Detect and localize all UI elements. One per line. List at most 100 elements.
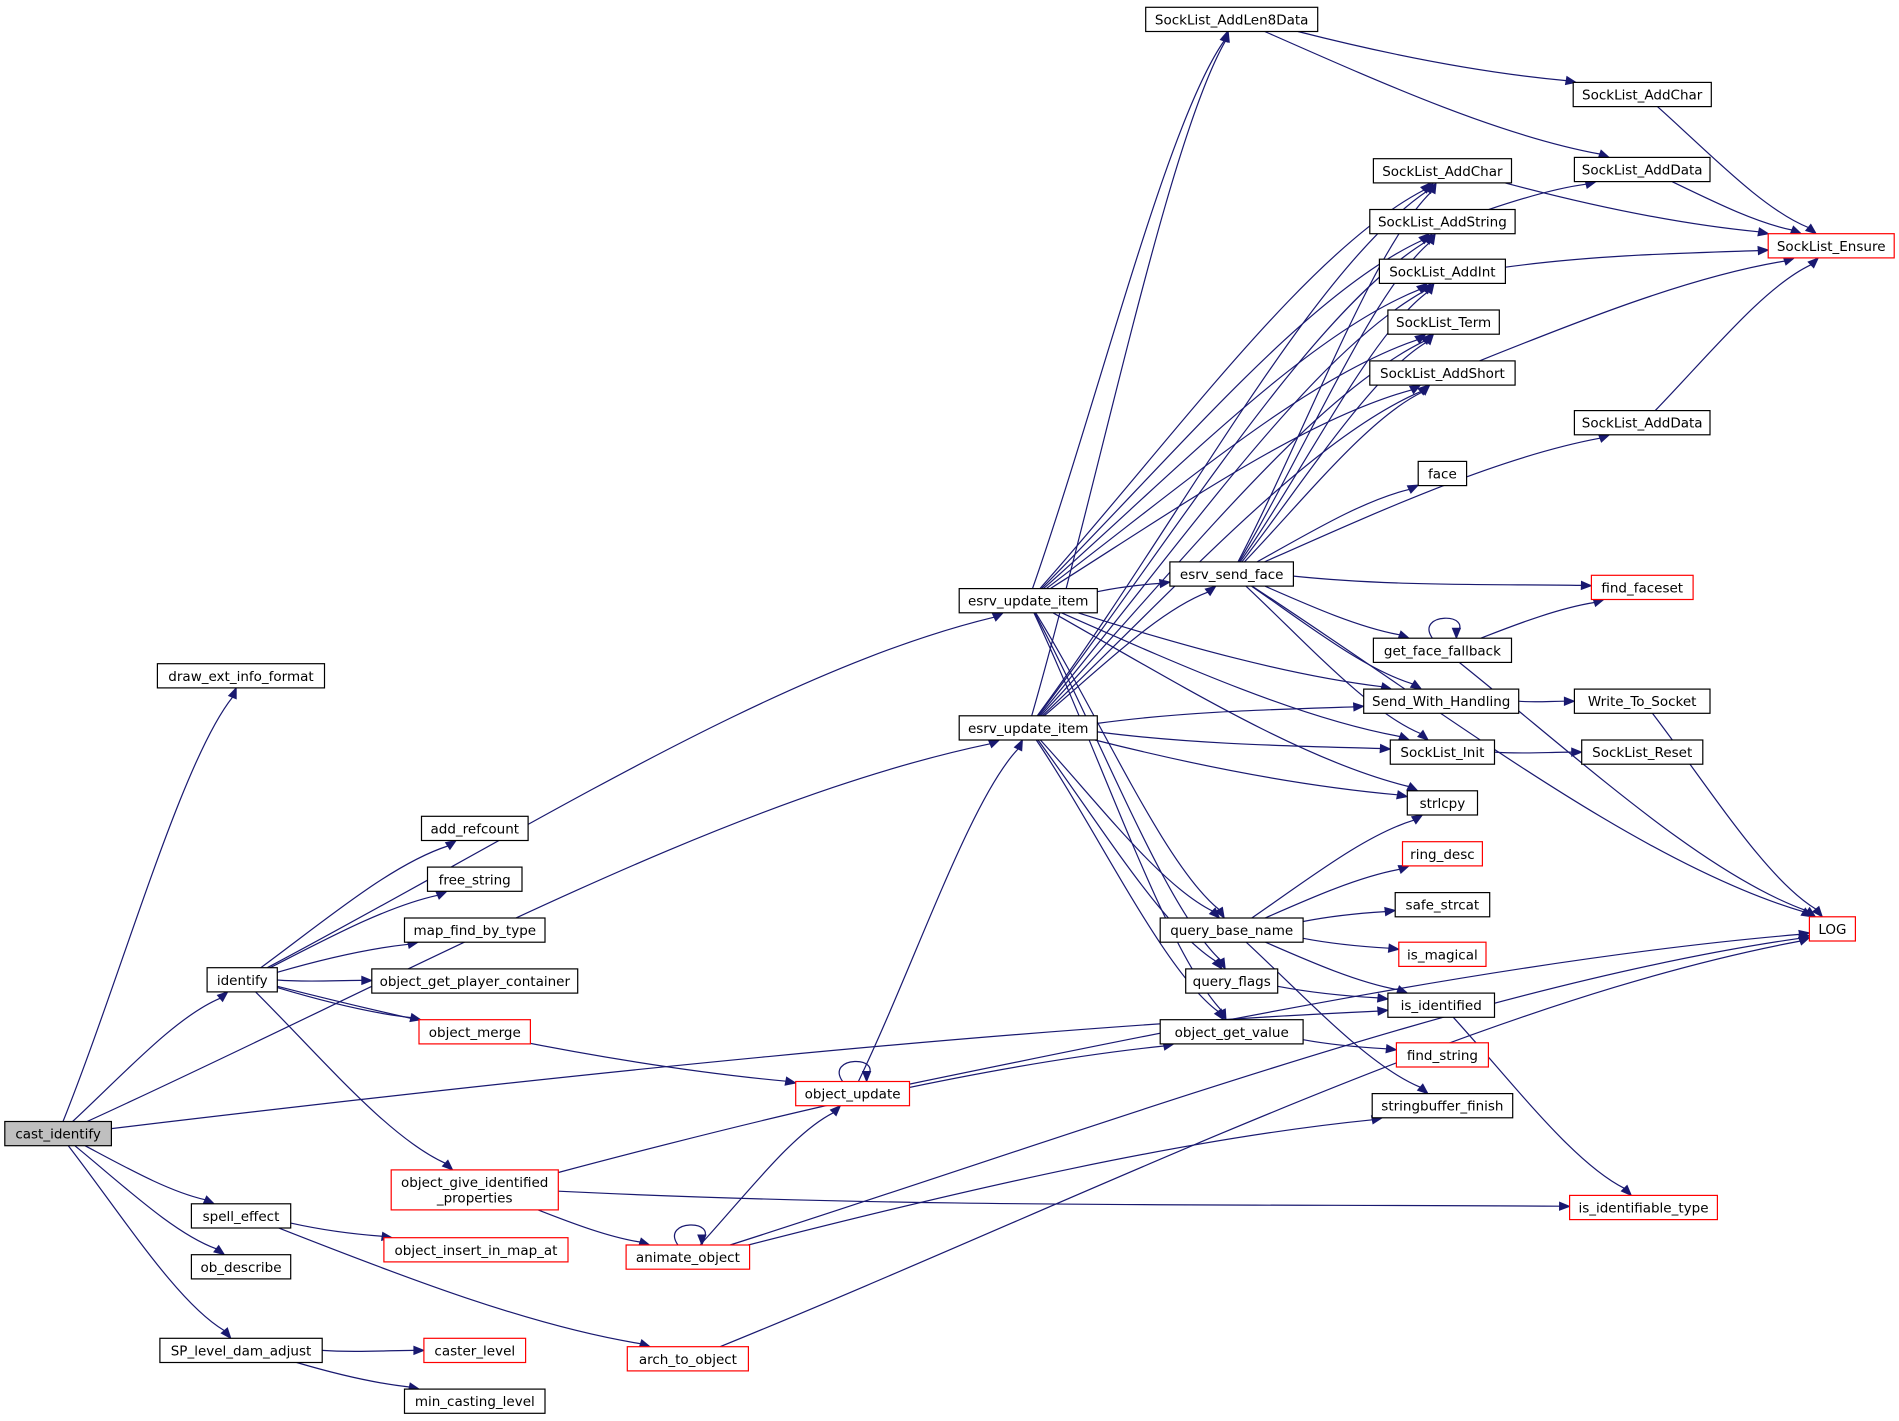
node-get-face-fallback[interactable]: get_face_fallback	[1372, 637, 1513, 664]
node-free-string[interactable]: free_string	[426, 866, 523, 892]
edge-query-base-name-to-stringbuffer-finish	[1245, 941, 1429, 1095]
node-ring-desc[interactable]: ring_desc	[1401, 841, 1484, 867]
edge-line	[1097, 731, 1381, 750]
node-object-get-player-container[interactable]: object_get_player_container	[371, 968, 579, 994]
node-label: SockList_Init	[1400, 745, 1484, 761]
node-label: SockList_Reset	[1592, 745, 1692, 761]
node-safe-strcat[interactable]: safe_strcat	[1394, 891, 1491, 918]
edge-line	[748, 1119, 1373, 1246]
node-spell-effect[interactable]: spell_effect	[190, 1203, 292, 1229]
edge-esrv-send-face-to-get-face-fallback	[1264, 585, 1411, 640]
edge-line	[1504, 182, 1759, 233]
node-label: min_casting_level	[415, 1394, 535, 1410]
node-socklist-addchar-b[interactable]: SockList_AddChar	[1572, 81, 1712, 108]
node-ob-describe[interactable]: ob_describe	[190, 1254, 292, 1280]
node-label: map_find_by_type	[414, 923, 537, 939]
edge-line	[322, 1349, 414, 1353]
node-box	[1572, 81, 1712, 108]
node-identify[interactable]: identify	[206, 967, 278, 993]
node-socklist-init[interactable]: SockList_Init	[1389, 739, 1496, 765]
node-sp-level-dam-adjust[interactable]: SP_level_dam_adjust	[159, 1337, 323, 1364]
node-cast-identify[interactable]: cast_identify	[4, 1120, 112, 1147]
node-write-to-socket[interactable]: Write_To_Socket	[1573, 688, 1711, 714]
node-caster-level[interactable]: caster_level	[423, 1337, 527, 1364]
node-send-with-handling[interactable]: Send_With_Handling	[1363, 688, 1520, 714]
node-strlcpy[interactable]: strlcpy	[1406, 790, 1479, 816]
node-min-casting-level[interactable]: min_casting_level	[403, 1388, 546, 1414]
node-esrv-update-item-1[interactable]: esrv_update_item	[958, 587, 1098, 614]
edge-arrowhead	[1804, 906, 1817, 918]
edge-line	[1243, 391, 1423, 563]
node-label: SockList_AddData	[1582, 416, 1703, 432]
node-log[interactable]: LOG	[1808, 916, 1857, 942]
node-box	[426, 866, 523, 892]
edge-socklist-addlen8data-to-socklist-adddata-a	[1264, 30, 1611, 159]
node-map-find-by-type[interactable]: map_find_by_type	[403, 917, 546, 943]
node-object-merge[interactable]: object_merge	[418, 1019, 532, 1045]
node-animate-object[interactable]: animate_object	[625, 1244, 751, 1270]
edge-arrowhead	[1558, 1201, 1571, 1211]
edge-line	[857, 748, 1019, 1082]
node-label: safe_strcat	[1406, 898, 1480, 914]
node-label: query_flags	[1193, 974, 1271, 990]
node-socklist-ensure[interactable]: SockList_Ensure	[1767, 233, 1895, 259]
node-object-give-identified-properties[interactable]: object_give_identified_properties	[390, 1169, 559, 1211]
node-is-identifiable-type[interactable]: is_identifiable_type	[1568, 1194, 1718, 1221]
node-socklist-adddata-a[interactable]: SockList_AddData	[1573, 156, 1711, 183]
node-socklist-term[interactable]: SockList_Term	[1387, 309, 1500, 335]
edge-arrowhead	[1563, 696, 1576, 706]
node-box	[383, 1237, 569, 1263]
node-object-insert-in-map-at[interactable]: object_insert_in_map_at	[383, 1237, 569, 1263]
edge-socklist-addstring-to-socklist-adddata-a	[1488, 179, 1598, 211]
node-find-string[interactable]: find_string	[1395, 1042, 1490, 1068]
edge-arrowhead	[1425, 232, 1436, 246]
node-query-flags[interactable]: query_flags	[1185, 968, 1279, 994]
edge-line	[67, 1145, 225, 1332]
node-add-refcount[interactable]: add_refcount	[420, 815, 529, 842]
edge-line	[1031, 40, 1225, 589]
node-socklist-addshort[interactable]: SockList_AddShort	[1369, 360, 1516, 386]
edge-line	[1518, 700, 1565, 703]
edge-socklist-addshort-to-socklist-ensure	[1479, 256, 1796, 362]
edge-line	[558, 1190, 1560, 1207]
edge-query-base-name-to-is-magical	[1302, 937, 1401, 953]
node-arch-to-object[interactable]: arch_to_object	[626, 1346, 749, 1372]
node-esrv-send-face[interactable]: esrv_send_face	[1169, 561, 1295, 587]
node-socklist-reset[interactable]: SockList_Reset	[1581, 739, 1704, 765]
edge-arrowhead	[1811, 905, 1824, 918]
node-find-faceset[interactable]: find_faceset	[1590, 574, 1694, 601]
node-is-identified[interactable]: is_identified	[1387, 992, 1496, 1018]
node-socklist-addlen8data[interactable]: SockList_AddLen8Data	[1145, 6, 1319, 33]
node-is-magical[interactable]: is_magical	[1398, 941, 1487, 968]
edge-arrowhead	[1424, 282, 1435, 295]
node-socklist-addstring[interactable]: SockList_AddString	[1369, 208, 1516, 235]
node-face[interactable]: face	[1417, 460, 1468, 487]
node-query-base-name[interactable]: query_base_name	[1159, 917, 1304, 943]
edge-arrowhead	[1427, 181, 1437, 195]
node-object-update[interactable]: object_update	[795, 1080, 911, 1107]
node-esrv-update-item-2[interactable]: esrv_update_item	[958, 715, 1098, 741]
node-label: object_get_value	[1175, 1025, 1289, 1041]
node-label: query_base_name	[1170, 923, 1293, 939]
edge-arrowhead	[991, 612, 1005, 622]
edge-esrv-send-face-to-socklist-adddata-b	[1264, 433, 1611, 563]
edge-arrowhead	[213, 1244, 226, 1256]
edge-line	[909, 933, 1800, 1085]
node-layer: cast_identify draw_ext_info_format esrv_up…	[4, 6, 1895, 1414]
node-stringbuffer-finish[interactable]: stringbuffer_finish	[1371, 1092, 1514, 1119]
node-socklist-addchar-a[interactable]: SockList_AddChar	[1372, 158, 1513, 184]
node-draw-ext-info-format[interactable]: draw_ext_info_format	[156, 663, 326, 689]
edge-cast-identify-to-spell-effect	[84, 1145, 216, 1205]
edge-line	[1038, 290, 1425, 717]
edge-identify-to-object-get-player-container	[277, 975, 374, 986]
node-object-get-value[interactable]: object_get_value	[1159, 1019, 1304, 1045]
node-label: object_update	[805, 1087, 901, 1103]
node-label: find_faceset	[1601, 580, 1683, 596]
node-socklist-addint[interactable]: SockList_AddInt	[1378, 258, 1507, 285]
edge-layer	[62, 30, 1824, 1392]
edge-object-get-value-to-find-string	[1302, 1039, 1398, 1054]
edge-line	[1031, 40, 1226, 716]
edge-line	[1654, 264, 1812, 412]
edge-object-update-to-esrv-update-item-2	[857, 738, 1023, 1082]
node-socklist-adddata-b[interactable]: SockList_AddData	[1573, 410, 1711, 436]
